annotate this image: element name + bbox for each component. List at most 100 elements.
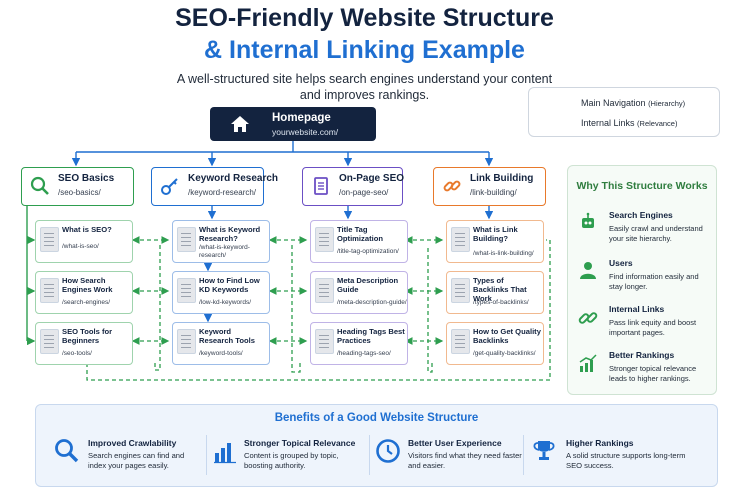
- category-on-page-seo[interactable]: On-Page SEO /on-page-seo/: [302, 167, 405, 206]
- page-url: /what-is-link-building/: [473, 250, 534, 257]
- page-title: Types of Backlinks That Work: [473, 276, 527, 303]
- page-card[interactable]: How to Get Quality Backlinks/get-quality…: [446, 322, 544, 365]
- category-url: /keyword-research/: [188, 188, 257, 197]
- page-card[interactable]: How to Find Low KD Keywords/low-kd-keywo…: [172, 271, 270, 314]
- benefit-heading: Stronger Topical Relevance: [244, 438, 356, 448]
- page-title: How Search Engines Work: [62, 276, 113, 294]
- page-icon: [451, 329, 470, 354]
- page-card[interactable]: What is Keyword Research?/what-is-keywor…: [172, 220, 270, 263]
- why-heading: Users: [609, 258, 633, 268]
- divider: [206, 435, 207, 475]
- why-text: Find information easily and stay longer.: [609, 272, 699, 291]
- subtitle-line2: and improves rankings.: [299, 88, 430, 102]
- legend: Main Navigation (Hierarchy) Internal Lin…: [528, 87, 720, 137]
- category-url: /on-page-seo/: [339, 188, 389, 197]
- category-label: On-Page SEO: [339, 173, 405, 184]
- benefit-text: Visitors find what they need faster and …: [408, 451, 522, 470]
- page-icon: [40, 278, 59, 303]
- why-text: Easily crawl and understand your site hi…: [609, 224, 703, 243]
- document-icon: [314, 177, 328, 195]
- page-title: What is SEO?: [62, 225, 112, 234]
- page-icon: [315, 329, 334, 354]
- page-title: What is Keyword Research?: [199, 225, 261, 243]
- category-seo-basics[interactable]: SEO Basics /seo-basics/: [21, 167, 134, 206]
- homepage-url: yourwebsite.com/: [272, 127, 339, 137]
- benefit-heading: Higher Rankings: [566, 438, 634, 448]
- legend-main-note: (Hierarchy): [648, 99, 686, 108]
- benefits-panel: Benefits of a Good Website Structure Imp…: [35, 404, 718, 487]
- legend-internal-links: Internal Links (Relevance): [581, 118, 677, 128]
- benefit-heading: Improved Crawlability: [88, 438, 177, 448]
- page-url: /what-is-seo/: [62, 243, 99, 250]
- legend-internal-label: Internal Links: [581, 118, 635, 128]
- page-url: /low-kd-keywords/: [199, 299, 252, 306]
- benefit-text: Search engines can find and index your p…: [88, 451, 185, 470]
- page-icon: [40, 227, 59, 252]
- category-link-building[interactable]: Link Building /link-building/: [433, 167, 546, 206]
- page-card[interactable]: Meta Description Guide/meta-description-…: [310, 271, 408, 314]
- user-icon: [580, 262, 596, 279]
- why-text: Stronger topical relevance leads to high…: [609, 364, 697, 383]
- divider: [523, 435, 524, 475]
- home-icon: [231, 116, 249, 132]
- page-title-line2: & Internal Linking Example: [204, 36, 525, 64]
- chart-icon: [579, 354, 597, 372]
- page-card[interactable]: Types of Backlinks That Work/types-of-ba…: [446, 271, 544, 314]
- robot-icon: [582, 212, 594, 228]
- link-icon: [578, 312, 598, 324]
- page-icon: [451, 278, 470, 303]
- why-heading: Internal Links: [609, 304, 665, 314]
- trophy-icon: [533, 441, 555, 460]
- legend-internal-note: (Relevance): [637, 119, 678, 128]
- page-url: /heading-tags-seo/: [337, 350, 391, 357]
- benefit-heading: Better User Experience: [408, 438, 502, 448]
- page-url: /what-is-keyword-research/: [199, 244, 250, 259]
- key-icon: [161, 178, 178, 195]
- page-url: /search-engines/: [62, 299, 111, 306]
- page-icon: [177, 329, 196, 354]
- category-label: Link Building: [470, 173, 534, 184]
- page-icon: [177, 278, 196, 303]
- page-card[interactable]: Keyword Research Tools/keyword-tools/: [172, 322, 270, 365]
- page-url: /keyword-tools/: [199, 350, 243, 357]
- magnifier-icon: [30, 176, 49, 195]
- bar-chart-icon: [214, 443, 236, 464]
- page-title: SEO Tools for Beginners: [62, 327, 113, 345]
- page-card[interactable]: How Search Engines Work/search-engines/: [35, 271, 133, 314]
- category-url: /seo-basics/: [58, 188, 101, 197]
- legend-main-label: Main Navigation: [581, 98, 646, 108]
- homepage-title: Homepage: [272, 112, 331, 124]
- page-card[interactable]: What is SEO? /what-is-seo/: [35, 220, 133, 263]
- category-label: Keyword Research: [188, 173, 279, 184]
- page-subtitle: A well-structured site helps search engi…: [0, 71, 729, 103]
- page-icon: [40, 329, 59, 354]
- category-keyword-research[interactable]: Keyword Research /keyword-research/: [151, 167, 278, 206]
- page-icon: [451, 227, 470, 252]
- why-text: Pass link equity and boost important pag…: [609, 318, 697, 337]
- page-url: /seo-tools/: [62, 350, 92, 357]
- legend-main-navigation: Main Navigation (Hierarchy): [581, 98, 685, 108]
- page-card[interactable]: Heading Tags Best Practices/heading-tags…: [310, 322, 408, 365]
- page-card[interactable]: Title Tag Optimization/title-tag-optimiz…: [310, 220, 408, 263]
- page-url: /meta-description-guide/: [337, 299, 407, 306]
- divider: [369, 435, 370, 475]
- why-heading: Better Rankings: [609, 350, 675, 360]
- page-title: Meta Description Guide: [337, 276, 399, 294]
- homepage-node[interactable]: Homepage yourwebsite.com/: [210, 107, 376, 141]
- page-title: Heading Tags Best Practices: [337, 327, 405, 345]
- page-url: /get-quality-backlinks/: [473, 350, 536, 357]
- page-icon: [315, 227, 334, 252]
- why-title: Why This Structure Works: [576, 180, 708, 192]
- page-card[interactable]: What is Link Building?/what-is-link-buil…: [446, 220, 544, 263]
- page-title: Title Tag Optimization: [337, 225, 383, 243]
- why-heading: Search Engines: [609, 210, 673, 220]
- benefit-text: A solid structure supports long-term SEO…: [566, 451, 686, 470]
- page-title: How to Get Quality Backlinks: [473, 327, 541, 345]
- benefits-title: Benefits of a Good Website Structure: [274, 412, 479, 424]
- clock-icon: [376, 439, 400, 463]
- page-icon: [315, 278, 334, 303]
- subtitle-line1: A well-structured site helps search engi…: [176, 72, 553, 86]
- magnifier-icon: [55, 439, 79, 463]
- page-card[interactable]: SEO Tools for Beginners/seo-tools/: [35, 322, 133, 365]
- benefit-text: Content is grouped by topic, boosting au…: [244, 451, 339, 470]
